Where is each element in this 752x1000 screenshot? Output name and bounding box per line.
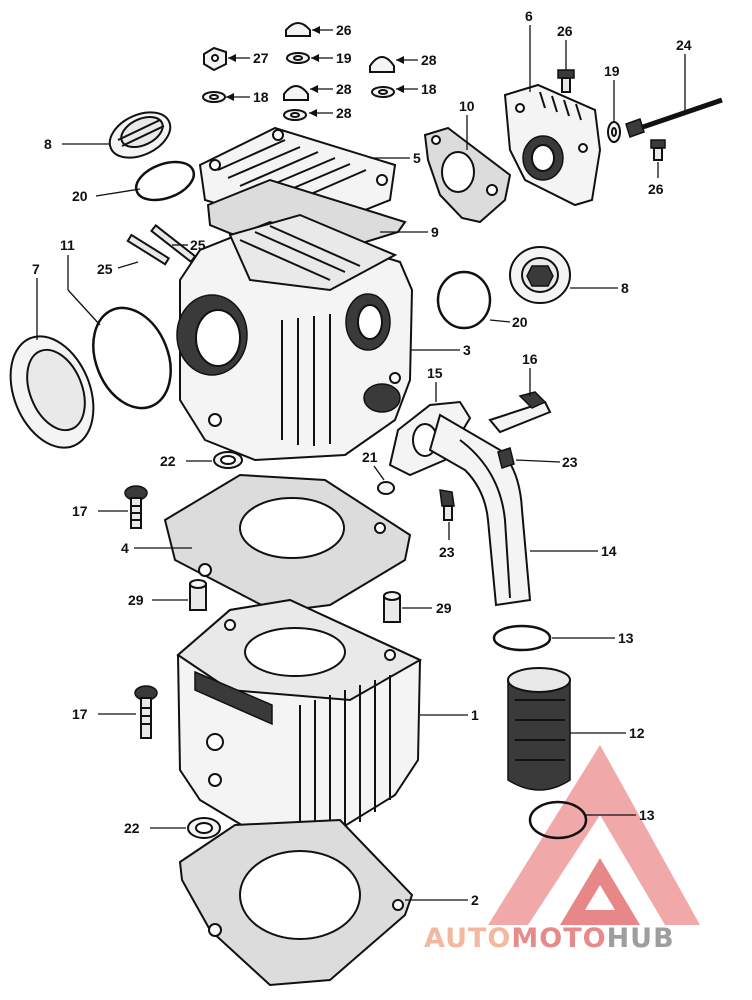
watermark-part1: AUTO [424, 923, 511, 954]
head-gasket-4 [163, 473, 412, 614]
o-ring-20-right [436, 270, 492, 330]
callout: 25 [97, 261, 113, 277]
o-ring-13-lower [528, 800, 588, 840]
callout: 28 [336, 105, 352, 121]
bolt-17-upper [124, 485, 148, 529]
callout: 26 [557, 23, 573, 39]
filter-element-12 [507, 667, 571, 791]
callout: 23 [439, 544, 455, 560]
callout: 4 [121, 540, 129, 556]
bolt-17-lower [134, 685, 158, 739]
callout: 7 [32, 261, 40, 277]
callout: 11 [60, 237, 75, 253]
cylinder-block-1 [176, 598, 423, 837]
bolt-26-top [557, 69, 575, 93]
callout: 8 [44, 136, 52, 152]
o-ring-13-upper [492, 624, 552, 652]
callout: 10 [459, 98, 475, 114]
callout: 2 [471, 892, 479, 908]
bracket-10 [423, 126, 512, 224]
callout: 23 [562, 454, 578, 470]
dowel-pin-29-right [383, 591, 401, 623]
acorn-nut-26 [285, 22, 311, 37]
valve-cap-8-left [108, 111, 172, 159]
washer-18-right [371, 86, 395, 98]
callout: 16 [522, 351, 538, 367]
stud-bolt-25-a [126, 233, 171, 266]
acorn-nut-28-center [283, 85, 309, 101]
callout: 28 [421, 52, 437, 68]
callout: 18 [421, 81, 437, 97]
callout: 13 [618, 630, 634, 646]
washer-19-right [607, 121, 621, 143]
callout: 26 [336, 22, 352, 38]
callout: 25 [190, 237, 206, 253]
callout: 29 [128, 592, 144, 608]
base-gasket-2 [178, 818, 414, 987]
watermark-part2: MOTO [511, 923, 606, 954]
callout: 20 [72, 188, 88, 204]
callout: 5 [413, 150, 421, 166]
washer-21 [377, 481, 395, 495]
callout: 18 [253, 89, 269, 105]
callout: 17 [72, 706, 88, 722]
callout: 9 [431, 224, 439, 240]
side-cover-7 [9, 335, 95, 449]
dowel-pin-29-left [189, 579, 207, 611]
callout: 22 [160, 453, 176, 469]
callout: 1 [471, 707, 479, 723]
bracket-16 [488, 391, 552, 434]
seal-22-upper [213, 451, 243, 469]
stud-bolt-25-b [150, 224, 197, 264]
bolt-23-upper [497, 447, 515, 469]
bolt-26-lower [650, 139, 666, 161]
callout: 3 [463, 342, 471, 358]
watermark-text: AUTOMOTOHUB [424, 923, 675, 954]
callout-labels: 26 27 19 28 18 28 18 28 18 8 20 5 10 6 2… [32, 8, 692, 908]
washer-19 [286, 52, 310, 64]
callout: 19 [604, 63, 620, 79]
callout: 28 [336, 81, 352, 97]
watermark-logo [488, 745, 700, 925]
o-ring-20-left [134, 160, 196, 202]
callout: 15 [427, 365, 443, 381]
cylinder-head-3 [176, 213, 414, 462]
callout: 27 [253, 50, 269, 66]
callout: 29 [436, 600, 452, 616]
callout: 26 [648, 181, 664, 197]
callout: 17 [72, 503, 88, 519]
washer-18-center [283, 109, 307, 121]
long-bolt-24 [625, 97, 723, 138]
gasket-11 [92, 306, 172, 410]
callout: 13 [639, 807, 655, 823]
valve-cap-8-right [509, 246, 571, 304]
nut-27 [203, 46, 227, 72]
washer-18-left [202, 91, 226, 103]
cam-holder-6 [503, 83, 602, 207]
callout: 22 [124, 820, 140, 836]
leader-lines [36, 25, 686, 901]
callout: 8 [621, 280, 629, 296]
callout: 24 [676, 37, 692, 53]
acorn-nut-28-right [369, 56, 395, 73]
callout: 12 [629, 725, 645, 741]
callout: 6 [525, 8, 533, 24]
callout: 20 [512, 314, 528, 330]
callout: 21 [362, 449, 378, 465]
watermark-part3: HUB [607, 923, 675, 954]
seal-22-lower [187, 817, 221, 839]
callout: 14 [601, 543, 617, 559]
bolt-23-lower [439, 489, 455, 521]
callout: 19 [336, 50, 352, 66]
